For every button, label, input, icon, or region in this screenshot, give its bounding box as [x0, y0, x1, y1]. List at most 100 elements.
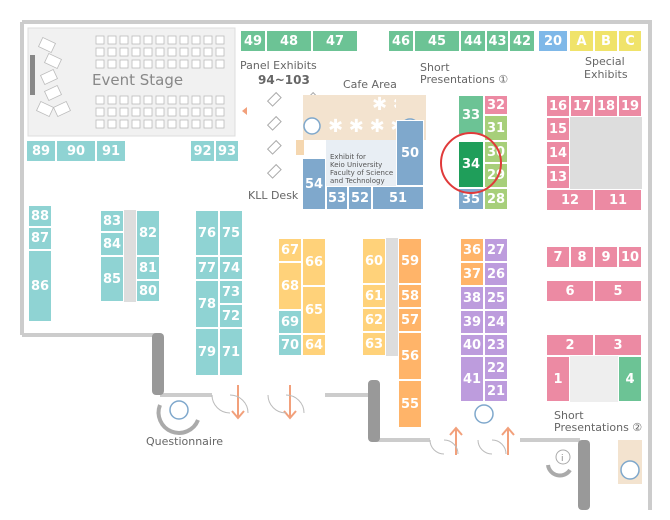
- booth-65[interactable]: 65: [302, 286, 326, 334]
- booth-60[interactable]: 60: [362, 238, 386, 284]
- short-pres-2-label-b: Presentations ②: [554, 421, 643, 434]
- booth-4[interactable]: 4: [618, 356, 642, 402]
- booth-74[interactable]: 74: [219, 256, 243, 280]
- booth-51[interactable]: 51: [372, 186, 424, 210]
- booth-23[interactable]: 23: [484, 334, 508, 356]
- booth-66[interactable]: 66: [302, 238, 326, 286]
- booth-16[interactable]: 16: [546, 95, 570, 117]
- booth-45[interactable]: 45: [414, 30, 460, 52]
- booth-86[interactable]: 86: [28, 250, 52, 322]
- booth-22[interactable]: 22: [484, 356, 508, 380]
- booth-47[interactable]: 47: [312, 30, 358, 52]
- booth-33[interactable]: 33: [458, 95, 484, 135]
- booth-40[interactable]: 40: [460, 334, 484, 356]
- booth-57[interactable]: 57: [398, 308, 422, 332]
- booth-78[interactable]: 78: [195, 280, 219, 328]
- booth-2[interactable]: 2: [546, 334, 594, 356]
- booth-67[interactable]: 67: [278, 238, 302, 262]
- booth-70[interactable]: 70: [278, 334, 302, 356]
- booth-17[interactable]: 17: [570, 95, 594, 117]
- booth-92[interactable]: 92: [190, 140, 215, 162]
- booth-5[interactable]: 5: [594, 280, 642, 302]
- booth-62[interactable]: 62: [362, 308, 386, 332]
- booth-68[interactable]: 68: [278, 262, 302, 310]
- booth-30[interactable]: 30: [484, 141, 508, 163]
- booth-38[interactable]: 38: [460, 286, 484, 310]
- booth-21[interactable]: 21: [484, 380, 508, 402]
- booth-83[interactable]: 83: [100, 210, 124, 232]
- booth-64[interactable]: 64: [302, 334, 326, 356]
- booth-34[interactable]: 34: [458, 141, 484, 188]
- booth-58[interactable]: 58: [398, 284, 422, 308]
- booth-37[interactable]: 37: [460, 262, 484, 286]
- booth-49[interactable]: 49: [240, 30, 266, 52]
- booth-90[interactable]: 90: [56, 140, 96, 162]
- booth-14[interactable]: 14: [546, 141, 570, 165]
- booth-27[interactable]: 27: [484, 238, 508, 262]
- booth-29[interactable]: 29: [484, 163, 508, 188]
- booth-36[interactable]: 36: [460, 238, 484, 262]
- booth-85[interactable]: 85: [100, 256, 124, 302]
- booth-41[interactable]: 41: [460, 356, 484, 402]
- booth-54[interactable]: 54: [302, 158, 326, 210]
- booth-71[interactable]: 71: [219, 328, 243, 376]
- booth-79[interactable]: 79: [195, 328, 219, 376]
- booth-13[interactable]: 13: [546, 165, 570, 189]
- booth-28[interactable]: 28: [484, 188, 508, 210]
- booth-52[interactable]: 52: [348, 186, 372, 210]
- booth-75[interactable]: 75: [219, 210, 243, 256]
- booth-1[interactable]: 1: [546, 356, 570, 402]
- booth-50[interactable]: 50: [396, 120, 424, 186]
- booth-80[interactable]: 80: [136, 280, 160, 302]
- booth-76[interactable]: 76: [195, 210, 219, 256]
- booth-84[interactable]: 84: [100, 232, 124, 256]
- booth-93[interactable]: 93: [215, 140, 239, 162]
- booth-77[interactable]: 77: [195, 256, 219, 280]
- booth-C[interactable]: C: [618, 30, 642, 52]
- booth-63[interactable]: 63: [362, 332, 386, 356]
- booth-6[interactable]: 6: [546, 280, 594, 302]
- booth-32[interactable]: 32: [484, 95, 508, 115]
- booth-42[interactable]: 42: [509, 30, 535, 52]
- booth-55[interactable]: 55: [398, 380, 422, 428]
- booth-26[interactable]: 26: [484, 262, 508, 286]
- booth-59[interactable]: 59: [398, 238, 422, 284]
- booth-69[interactable]: 69: [278, 310, 302, 334]
- booth-18[interactable]: 18: [594, 95, 618, 117]
- booth-35[interactable]: 35: [458, 188, 484, 210]
- booth-9[interactable]: 9: [594, 246, 618, 268]
- booth-39[interactable]: 39: [460, 310, 484, 334]
- booth-20[interactable]: 20: [538, 30, 568, 52]
- booth-12[interactable]: 12: [546, 189, 594, 211]
- booth-31[interactable]: 31: [484, 115, 508, 141]
- booth-10[interactable]: 10: [618, 246, 642, 268]
- booth-72[interactable]: 72: [219, 304, 243, 328]
- booth-53[interactable]: 53: [326, 186, 348, 210]
- booth-73[interactable]: 73: [219, 280, 243, 304]
- booth-87[interactable]: 87: [28, 227, 52, 250]
- booth-88[interactable]: 88: [28, 205, 52, 227]
- booth-25[interactable]: 25: [484, 286, 508, 310]
- booth-56[interactable]: 56: [398, 332, 422, 380]
- booth-44[interactable]: 44: [460, 30, 486, 52]
- booth-3[interactable]: 3: [594, 334, 642, 356]
- booth-81[interactable]: 81: [136, 256, 160, 280]
- booth-8[interactable]: 8: [570, 246, 594, 268]
- booth-48[interactable]: 48: [266, 30, 312, 52]
- booth-91[interactable]: 91: [96, 140, 126, 162]
- booth-A[interactable]: A: [569, 30, 594, 52]
- booth-24[interactable]: 24: [484, 310, 508, 334]
- shortpres2-icon: [620, 460, 640, 480]
- booth-19[interactable]: 19: [618, 95, 642, 117]
- booth-11[interactable]: 11: [594, 189, 642, 211]
- booth-46[interactable]: 46: [388, 30, 414, 52]
- gray-strip: [386, 238, 398, 356]
- booth-61[interactable]: 61: [362, 284, 386, 308]
- booth-7[interactable]: 7: [546, 246, 570, 268]
- booth-89[interactable]: 89: [26, 140, 56, 162]
- booth-43[interactable]: 43: [486, 30, 509, 52]
- special-exhibit-gray: [570, 117, 642, 189]
- booth-B[interactable]: B: [594, 30, 618, 52]
- booth-82[interactable]: 82: [136, 210, 160, 256]
- booth-15[interactable]: 15: [546, 117, 570, 141]
